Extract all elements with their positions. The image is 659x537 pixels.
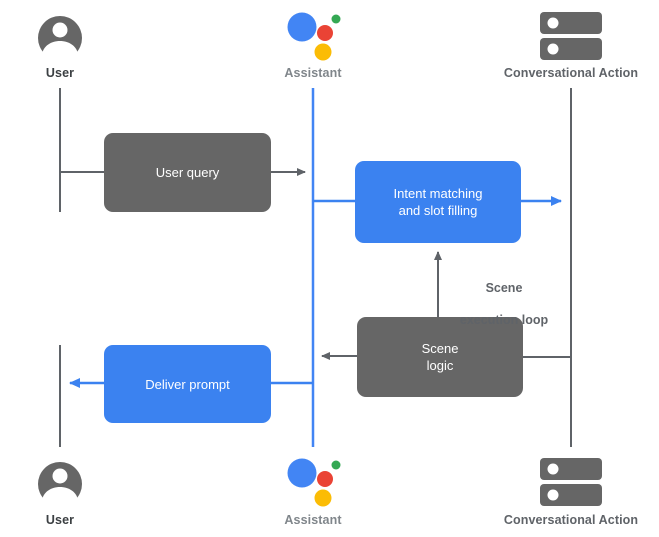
node-scene-logic-label: Scene logic [422, 340, 459, 374]
user-avatar-icon [38, 462, 82, 508]
node-intent-matching-label: Intent matching and slot filling [394, 185, 483, 219]
server-rack-icon [540, 12, 602, 60]
annotation-line2: execution loop [459, 313, 549, 327]
google-assistant-icon [287, 12, 341, 61]
annotation-scene-execution-loop: Scene execution loop [460, 264, 548, 328]
annotation-line1: Scene [485, 281, 523, 295]
node-scene-logic-line2: logic [426, 358, 454, 373]
lane-label-conversational-action-top: Conversational Action [503, 66, 639, 80]
user-avatar-icon [38, 16, 82, 62]
lane-label-conversational-action-bottom: Conversational Action [503, 513, 639, 527]
lane-label-user-top: User [45, 66, 75, 80]
node-scene-logic[interactable]: Scene logic [357, 317, 523, 397]
node-intent-matching-line2: and slot filling [398, 203, 478, 218]
lane-label-assistant-top: Assistant [284, 66, 342, 80]
node-user-query-label: User query [155, 165, 220, 180]
node-intent-matching-line1: Intent matching [393, 186, 483, 201]
node-deliver-prompt[interactable]: Deliver prompt [104, 345, 271, 423]
lane-label-assistant-bottom: Assistant [284, 513, 342, 527]
node-scene-logic-line1: Scene [421, 341, 459, 356]
node-intent-matching[interactable]: Intent matching and slot filling [355, 161, 521, 243]
node-deliver-prompt-label: Deliver prompt [145, 376, 230, 392]
node-user-query[interactable]: User query [104, 133, 271, 212]
lane-label-user-bottom: User [45, 513, 75, 527]
google-assistant-icon [287, 458, 341, 507]
server-rack-icon [540, 458, 602, 506]
